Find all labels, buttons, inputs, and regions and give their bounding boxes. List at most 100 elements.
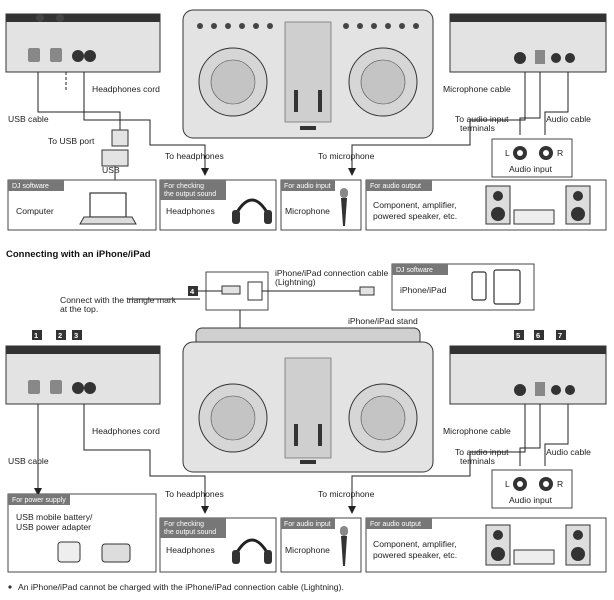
bottom-to-microphone-label: To microphone bbox=[318, 489, 375, 499]
bottom-component-label: Component, amplifier, powered speaker, e… bbox=[373, 539, 459, 560]
bottom-audio-cable-label: Audio cable bbox=[546, 447, 591, 457]
microphone-icon bbox=[340, 188, 348, 226]
top-headphones-cord-label: Headphones cord bbox=[92, 84, 160, 94]
bottom-checking-sound-header: For checking the output sound bbox=[164, 521, 216, 536]
top-to-usb-port-label: To USB port bbox=[48, 136, 95, 146]
top-checking-sound-header: For checking the output sound bbox=[164, 183, 216, 198]
top-to-audio-input-line-1: To audio input bbox=[455, 114, 509, 124]
section-title: Connecting with an iPhone/iPad bbox=[6, 249, 151, 260]
callout-4: 4 bbox=[190, 287, 195, 296]
bottom-usb-cable-label: USB cable bbox=[8, 456, 49, 466]
bottom-cables bbox=[34, 404, 569, 514]
bottom-to-audio-input-line-2: terminals bbox=[460, 456, 495, 466]
top-checking-sound-box: For checking the output sound Headphones bbox=[159, 179, 277, 231]
connection-cable-line-2: (Lightning) bbox=[275, 277, 316, 287]
callout-7: 7 bbox=[558, 331, 562, 340]
bottom-r-label: R bbox=[557, 479, 563, 489]
callouts-left: 1 2 3 bbox=[32, 330, 82, 340]
rear-panel-left-top bbox=[5, 13, 161, 73]
bottom-dj-software-box: DJ software iPhone/iPad bbox=[391, 263, 535, 311]
top-checking-sound-header-1: For checking bbox=[164, 183, 204, 190]
triangle-mark-label: Connect with the triangle mark at the to… bbox=[60, 295, 178, 314]
bottom-audio-input-label: Audio input bbox=[509, 495, 553, 505]
triangle-mark-line-2: at the top. bbox=[60, 304, 98, 314]
speaker-amp-icon-bottom bbox=[485, 524, 591, 566]
ipad-icon bbox=[493, 269, 521, 305]
bottom-headphones-label: Headphones bbox=[166, 545, 215, 555]
bottom-audio-output-box: For audio output Component, amplifier, p… bbox=[365, 517, 607, 573]
top-to-audio-input-label: To audio input terminals bbox=[455, 114, 511, 133]
top-microphone-label: Microphone bbox=[285, 206, 330, 216]
bottom-dj-software-header: DJ software bbox=[396, 267, 433, 274]
top-audio-input-panel: L R Audio input bbox=[491, 138, 573, 178]
bottom-to-audio-input-line-1: To audio input bbox=[455, 447, 509, 457]
bottom-audio-output-header: For audio output bbox=[370, 521, 421, 528]
power-supply-box: For power supply USB mobile battery/ USB… bbox=[7, 493, 157, 573]
triangle-mark-line-1: Connect with the triangle mark bbox=[60, 295, 177, 305]
ios-connection: 4 iPhone/iPad connection cable (Lightnin… bbox=[60, 268, 391, 340]
bottom-checking-sound-header-1: For checking bbox=[164, 521, 204, 528]
bottom-audio-input-box: For audio input Microphone bbox=[280, 517, 362, 573]
connection-cable-line-1: iPhone/iPad connection cable bbox=[275, 268, 388, 278]
laptop-icon bbox=[79, 192, 137, 225]
top-headphones-label: Headphones bbox=[166, 206, 215, 216]
top-audio-input-box: For audio input Microphone bbox=[280, 179, 362, 231]
top-microphone-cable-label: Microphone cable bbox=[443, 84, 511, 94]
bottom-component-line-1: Component, amplifier, bbox=[373, 539, 457, 549]
top-audio-output-box: For audio output Component, amplifier, p… bbox=[365, 179, 607, 231]
callout-5: 5 bbox=[516, 331, 520, 340]
top-checking-sound-header-2: the output sound bbox=[164, 191, 216, 198]
controller-top bbox=[182, 9, 434, 139]
bottom-checking-sound-box: For checking the output sound Headphones bbox=[159, 517, 277, 573]
top-computer-label: Computer bbox=[16, 206, 54, 216]
top-audio-output-header: For audio output bbox=[370, 183, 421, 190]
callouts-right: 5 6 7 bbox=[514, 330, 566, 340]
footnote: An iPhone/iPad cannot be charged with th… bbox=[18, 582, 344, 592]
bottom-to-audio-input-label: To audio input terminals bbox=[455, 447, 511, 466]
rear-panel-left-bottom bbox=[5, 345, 161, 405]
top-component-line-2: powered speaker, etc. bbox=[373, 211, 457, 221]
iphone-icon bbox=[471, 271, 487, 301]
bottom-section: 4 iPhone/iPad connection cable (Lightnin… bbox=[5, 263, 607, 573]
speaker-amp-icon bbox=[485, 185, 591, 225]
top-dj-software-box: DJ software Computer bbox=[7, 179, 157, 231]
top-to-headphones-label: To headphones bbox=[165, 151, 224, 161]
bottom-audio-input-header: For audio input bbox=[284, 521, 331, 528]
callout-2: 2 bbox=[58, 331, 62, 340]
bottom-to-headphones-label: To headphones bbox=[165, 489, 224, 499]
bottom-microphone-cable-label: Microphone cable bbox=[443, 426, 511, 436]
bottom-headphones-cord-label: Headphones cord bbox=[92, 426, 160, 436]
power-supply-line-2: USB power adapter bbox=[16, 522, 91, 532]
top-section: Headphones cord Microphone cable USB cab… bbox=[5, 9, 607, 231]
power-adapter-icon bbox=[57, 541, 131, 563]
microphone-icon-bottom bbox=[340, 526, 348, 566]
top-l-label: L bbox=[505, 148, 510, 158]
power-supply-line-1: USB mobile battery/ bbox=[16, 512, 93, 522]
headphones-icon-bottom bbox=[232, 538, 272, 564]
bottom-iphone-ipad-label: iPhone/iPad bbox=[400, 285, 447, 295]
top-component-line-1: Component, amplifier, bbox=[373, 200, 457, 210]
top-audio-input-label: Audio input bbox=[509, 164, 553, 174]
top-audio-cable-label: Audio cable bbox=[546, 114, 591, 124]
stand-label: iPhone/iPad stand bbox=[348, 316, 418, 326]
bottom-l-label: L bbox=[505, 479, 510, 489]
callout-6: 6 bbox=[536, 331, 540, 340]
headphones-icon bbox=[232, 198, 272, 224]
top-audio-input-header: For audio input bbox=[284, 183, 331, 190]
top-usb-label: USB bbox=[102, 165, 120, 175]
callout-1: 1 bbox=[34, 331, 38, 340]
power-supply-label: USB mobile battery/ USB power adapter bbox=[16, 512, 95, 532]
top-to-microphone-label: To microphone bbox=[318, 151, 375, 161]
top-component-label: Component, amplifier, powered speaker, e… bbox=[373, 200, 459, 221]
top-to-audio-input-line-2: terminals bbox=[460, 123, 495, 133]
top-usb-cable-label: USB cable bbox=[8, 114, 49, 124]
bottom-checking-sound-header-2: the output sound bbox=[164, 529, 216, 536]
connection-cable-label: iPhone/iPad connection cable (Lightning) bbox=[275, 268, 391, 287]
controller-bottom bbox=[182, 327, 434, 473]
bottom-audio-input-panel: L R Audio input bbox=[491, 469, 573, 509]
rear-panel-right-top bbox=[449, 13, 607, 73]
rear-panel-right-bottom bbox=[449, 345, 607, 405]
top-dj-software-header: DJ software bbox=[12, 183, 49, 190]
bottom-component-line-2: powered speaker, etc. bbox=[373, 550, 457, 560]
